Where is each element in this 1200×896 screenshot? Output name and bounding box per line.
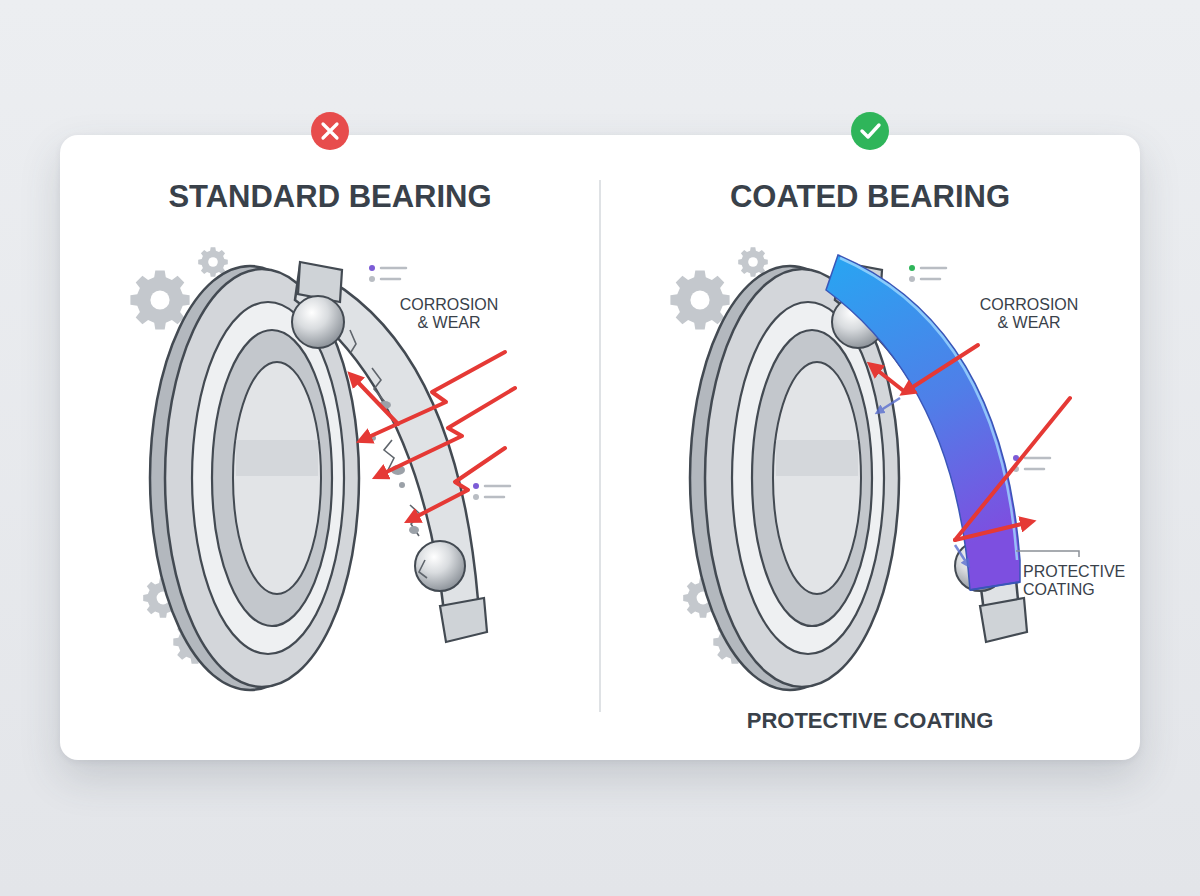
gear-icon [670, 270, 729, 329]
callout-label: CORROSION & WEAR [973, 296, 1085, 332]
deflected-arrow [955, 522, 1030, 540]
attack-arrow [352, 376, 398, 424]
deflected-arrow [878, 398, 900, 412]
panel-caption: PROTECTIVE COATING [620, 709, 1120, 734]
attack-arrow [362, 352, 505, 440]
list-icon [909, 265, 946, 282]
attack-arrow [905, 345, 978, 392]
deflected-arrow [872, 366, 905, 392]
leader-line [1016, 551, 1079, 557]
coated-bearing [690, 255, 1027, 690]
attack-arrow [955, 398, 1070, 540]
corrosion-spot [409, 526, 419, 534]
attack-arrow [378, 388, 515, 476]
panel-divider [599, 180, 601, 712]
deflected-arrow [955, 545, 968, 565]
callout-label: CORROSION & WEAR [393, 296, 505, 332]
attack-arrow [410, 448, 505, 520]
crack-mark [384, 440, 394, 470]
gear-icon [130, 270, 189, 329]
cross-icon [311, 112, 349, 150]
callout-label: PROTECTIVE COATING [1023, 563, 1135, 599]
check-icon [851, 112, 889, 150]
list-icon [369, 265, 406, 282]
crack-mark [419, 560, 427, 578]
corrosion-spot [399, 482, 405, 488]
panel-heading: STANDARD BEARING [80, 180, 580, 215]
crack-mark [350, 330, 356, 352]
list-icon [473, 483, 510, 500]
panel-heading: COATED BEARING [620, 180, 1120, 215]
